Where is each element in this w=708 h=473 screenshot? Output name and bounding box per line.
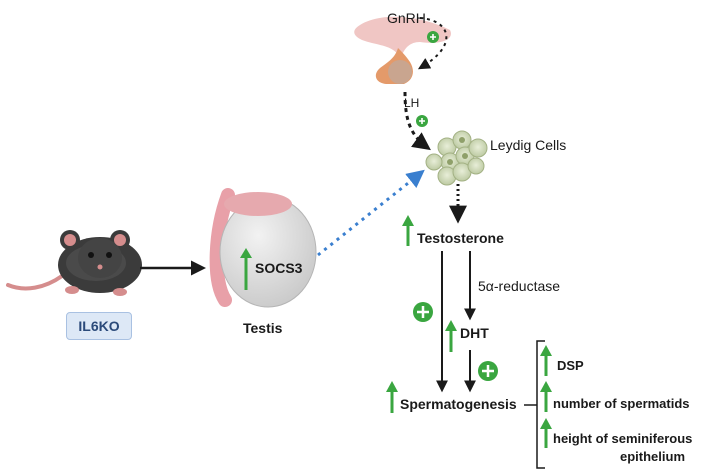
up-arrow-icon <box>540 418 552 448</box>
up-arrow-icon <box>386 381 398 413</box>
mouse-label-badge: IL6KO <box>66 312 132 340</box>
gnrh-label: GnRH <box>387 10 426 26</box>
testis-icon <box>209 188 317 308</box>
arrow-lh-leydig <box>403 91 431 151</box>
plus-circle-icon <box>416 115 428 127</box>
up-arrow-icon <box>240 248 252 290</box>
mouse-icon <box>6 230 142 296</box>
up-arrow-icon <box>540 345 552 376</box>
leydig-cells-icon <box>425 130 488 186</box>
up-arrow-icon <box>540 381 552 412</box>
arrow-gnrh-pituitary <box>417 17 448 70</box>
outcome-bracket <box>524 340 545 469</box>
outcome-dsp: DSP <box>557 358 584 373</box>
plus-circle-icon <box>427 31 439 43</box>
outcome-spermatids: number of spermatids <box>553 396 690 411</box>
socs3-label: SOCS3 <box>255 260 303 276</box>
enzyme-label: 5α-reductase <box>478 278 561 294</box>
dht-label: DHT <box>460 325 489 341</box>
plus-circle-icon <box>413 302 433 322</box>
plus-circle-icon <box>478 361 498 381</box>
up-arrow-icon <box>445 320 457 352</box>
leydig-cells-label: Leydig Cells <box>490 137 567 153</box>
arrow-testis-leydig <box>317 169 425 257</box>
testis-label: Testis <box>243 320 283 336</box>
testosterone-label: Testosterone <box>417 230 504 246</box>
outcome-epithelium-line2: epithelium <box>620 449 686 464</box>
lh-label: LH <box>404 96 420 110</box>
up-arrow-icon <box>402 215 414 246</box>
spermatogenesis-label: Spermatogenesis <box>400 396 517 412</box>
pituitary-icon <box>354 16 451 84</box>
outcome-epithelium-line1: height of seminiferous <box>553 431 693 446</box>
